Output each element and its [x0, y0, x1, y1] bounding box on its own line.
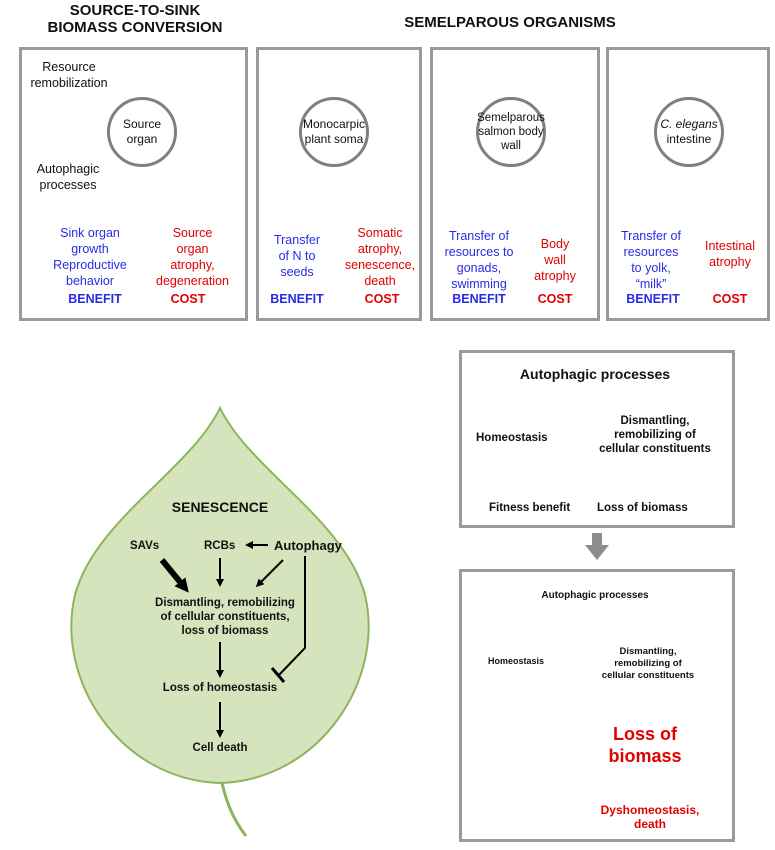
panel2-benefit-text: Transfer of N to seeds	[273, 233, 321, 279]
rt-fitness: Fitness benefit	[489, 502, 571, 514]
panel2-cost-label: COST	[364, 292, 400, 306]
rb-loss-biomass: Loss of biomass	[608, 724, 682, 766]
leaf-loss-homeostasis: Loss of homeostasis	[162, 682, 278, 694]
leaf-shape	[70, 405, 370, 785]
gray-down-arrow	[585, 533, 609, 560]
panel4-benefit-label: BENEFIT	[626, 292, 680, 306]
panel3-cost-text: Body wall atrophy	[534, 237, 576, 283]
panel2-benefit-label: BENEFIT	[270, 292, 324, 306]
rb-homeostasis: Homeostasis	[488, 656, 545, 666]
leaf-title: SENESCENCE	[171, 499, 269, 515]
panel-salmon	[430, 47, 600, 321]
right-top-box	[459, 350, 735, 528]
leaf-autophagy: Autophagy	[274, 538, 342, 553]
leaf-rcbs: RCBs	[204, 540, 236, 552]
panel-source-to-sink	[19, 47, 248, 321]
panel1-cost-text: Source organ atrophy, degeneration	[156, 226, 229, 288]
source-organ-circle: Source organ	[107, 97, 177, 167]
panel1-benefit-label: BENEFIT	[68, 292, 122, 306]
elegans-circle: C. elegans intestine	[654, 97, 724, 167]
autophagic-processes-label: Autophagic processes	[36, 162, 100, 192]
panel3-benefit-text: Transfer of resources to gonads, swimmin…	[444, 229, 514, 291]
leaf-stem	[220, 782, 248, 837]
leaf-savs: SAVs	[130, 540, 160, 552]
panel1-benefit-text: Sink organ growth Reproductive behavior	[53, 226, 127, 288]
monocarpic-circle: Monocarpic plant soma	[299, 97, 369, 167]
panel4-cost-label: COST	[712, 292, 748, 306]
rt-dismantling: Dismantling, remobilizing of cellular co…	[599, 415, 711, 455]
rb-dysho: Dyshomeostasis, death	[600, 803, 700, 831]
leaf-arrows	[159, 541, 306, 738]
source-title: SOURCE-TO-SINK BIOMASS CONVERSION	[47, 2, 223, 36]
rt-loss-biomass: Loss of biomass	[597, 502, 688, 514]
panel3-benefit-label: BENEFIT	[452, 292, 506, 306]
rt-autophagic: Autophagic processes	[519, 366, 671, 382]
salmon-circle: Semelparous salmon body wall	[476, 97, 546, 167]
leaf-cell-death: Cell death	[192, 742, 248, 754]
panel3-cost-label: COST	[537, 292, 573, 306]
rb-autophagic: Autophagic processes	[541, 590, 649, 601]
leaf-dismantling: Dismantling, remobilizing of cellular co…	[155, 597, 295, 637]
panel2-cost-text: Somatic atrophy, senescence, death	[344, 226, 416, 288]
right-bottom-box	[459, 569, 735, 842]
rb-dismantling: Dismantling, remobilizing of cellular co…	[601, 646, 695, 681]
rt-homeostasis: Homeostasis	[476, 432, 548, 444]
panel-elegans	[606, 47, 770, 321]
resource-remobilization-label: Resource remobilization	[30, 60, 108, 90]
panel4-cost-text: Intestinal atrophy	[704, 239, 756, 269]
panel1-cost-label: COST	[170, 292, 206, 306]
panel4-benefit-text: Transfer of resources to yolk, “milk”	[621, 229, 681, 291]
panel-monocarpic	[256, 47, 422, 321]
semel-title: SEMELPAROUS ORGANISMS	[404, 14, 616, 31]
